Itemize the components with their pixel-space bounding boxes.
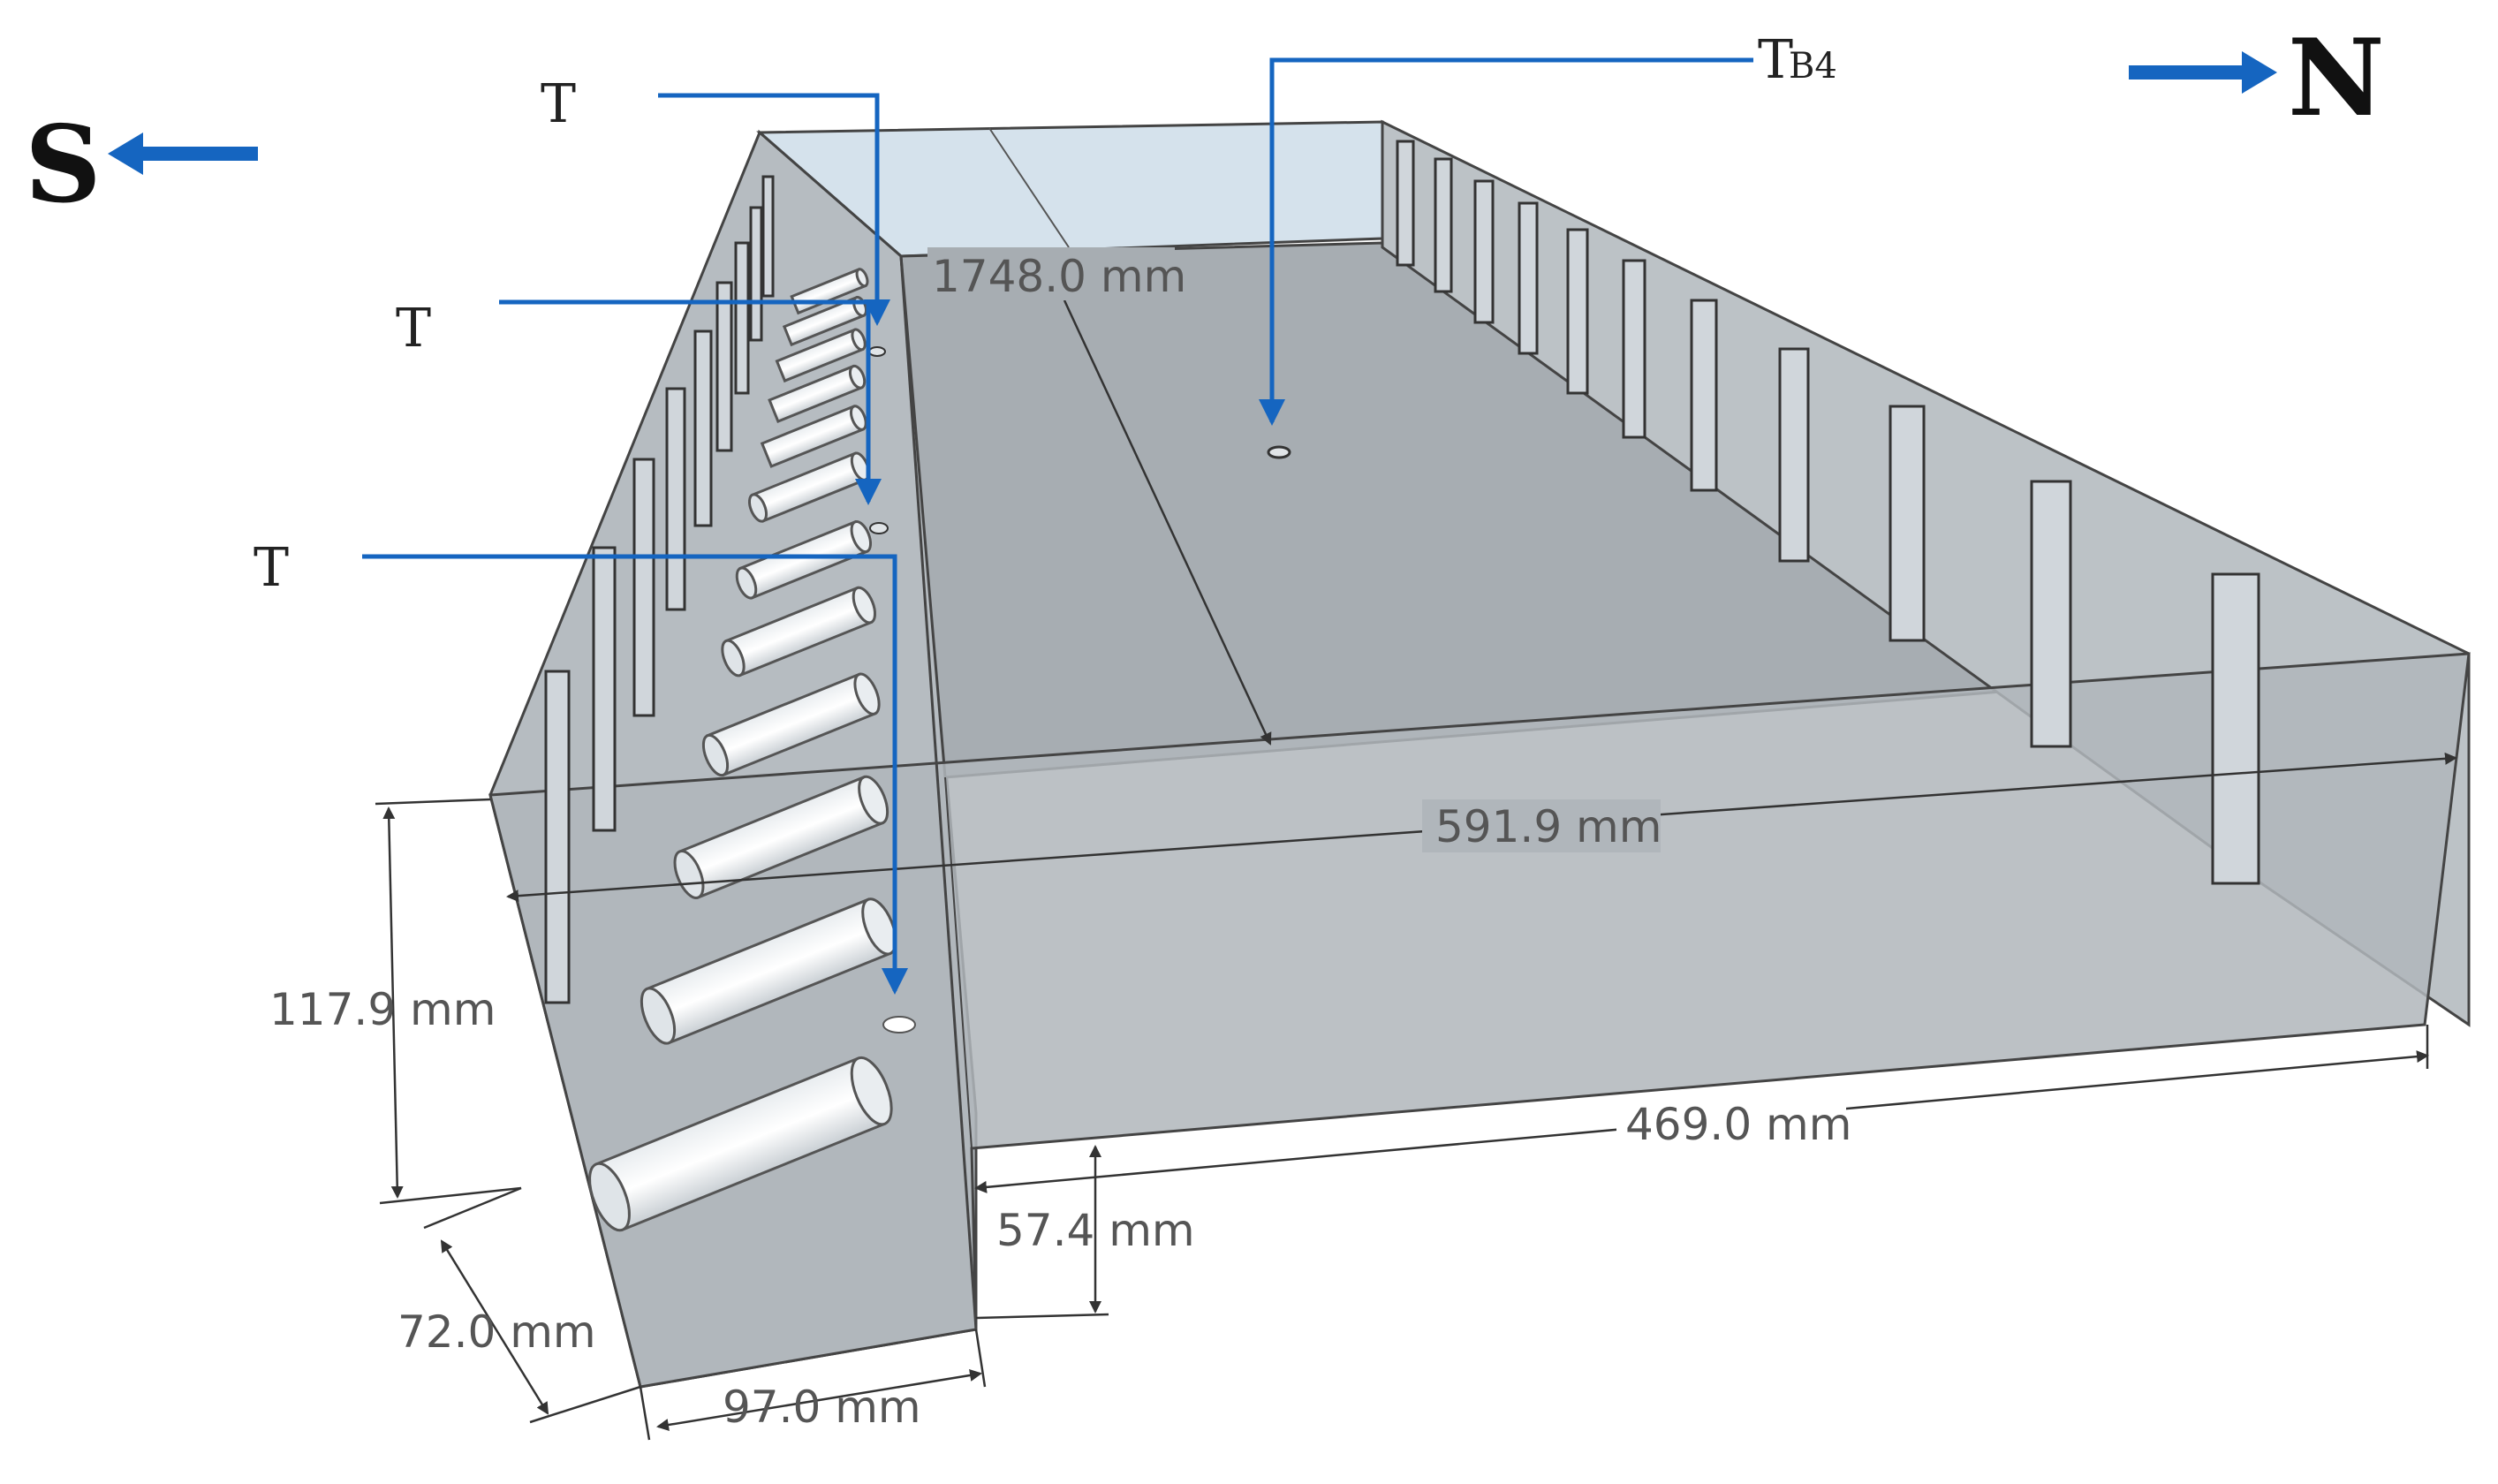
sensor-label-tb4: T: [1758, 29, 1793, 91]
south-indicator: S: [25, 102, 258, 227]
sensor-label-tb4-sub: B4: [1789, 46, 1837, 87]
north-indicator: N: [2129, 16, 2385, 140]
north-arrow-icon: [2242, 51, 2277, 94]
callout-t3: [362, 554, 908, 995]
dim-height: 117.9 mm: [269, 984, 496, 1035]
south-arrow-shaft: [132, 147, 258, 161]
sensor-hole-1: [868, 346, 886, 357]
north-label: N: [2288, 16, 2385, 140]
sensor-label-t2: T: [396, 298, 431, 360]
sensor-hole-3: [882, 1016, 916, 1034]
sensor-hole-2: [869, 522, 889, 534]
sensor-callouts: [362, 57, 1753, 995]
callout-t1: [658, 93, 890, 326]
sensor-hole-4: [1267, 445, 1291, 459]
callout-t2: [499, 299, 882, 505]
dim-depth: 72.0 mm: [397, 1306, 596, 1358]
south-arrow-icon: [108, 132, 143, 175]
dim-step-height: 57.4 mm: [996, 1205, 1195, 1256]
dim-base-width: 97.0 mm: [723, 1382, 921, 1433]
north-arrow-shaft: [2129, 65, 2252, 80]
dimension-labels: 1748.0 mm 591.9 mm 469.0 mm 57.4 mm 117.…: [269, 247, 1851, 1433]
dim-length-center: 1748.0 mm: [932, 251, 1186, 302]
callout-tb4: [1259, 57, 1753, 426]
south-label: S: [25, 102, 102, 227]
sensor-label-t1: T: [541, 73, 576, 135]
dim-bottom-length: 469.0 mm: [1625, 1099, 1851, 1150]
sensor-label-t3: T: [254, 537, 289, 599]
back-diag: [988, 127, 1070, 248]
dim-width-front: 591.9 mm: [1435, 801, 1662, 852]
